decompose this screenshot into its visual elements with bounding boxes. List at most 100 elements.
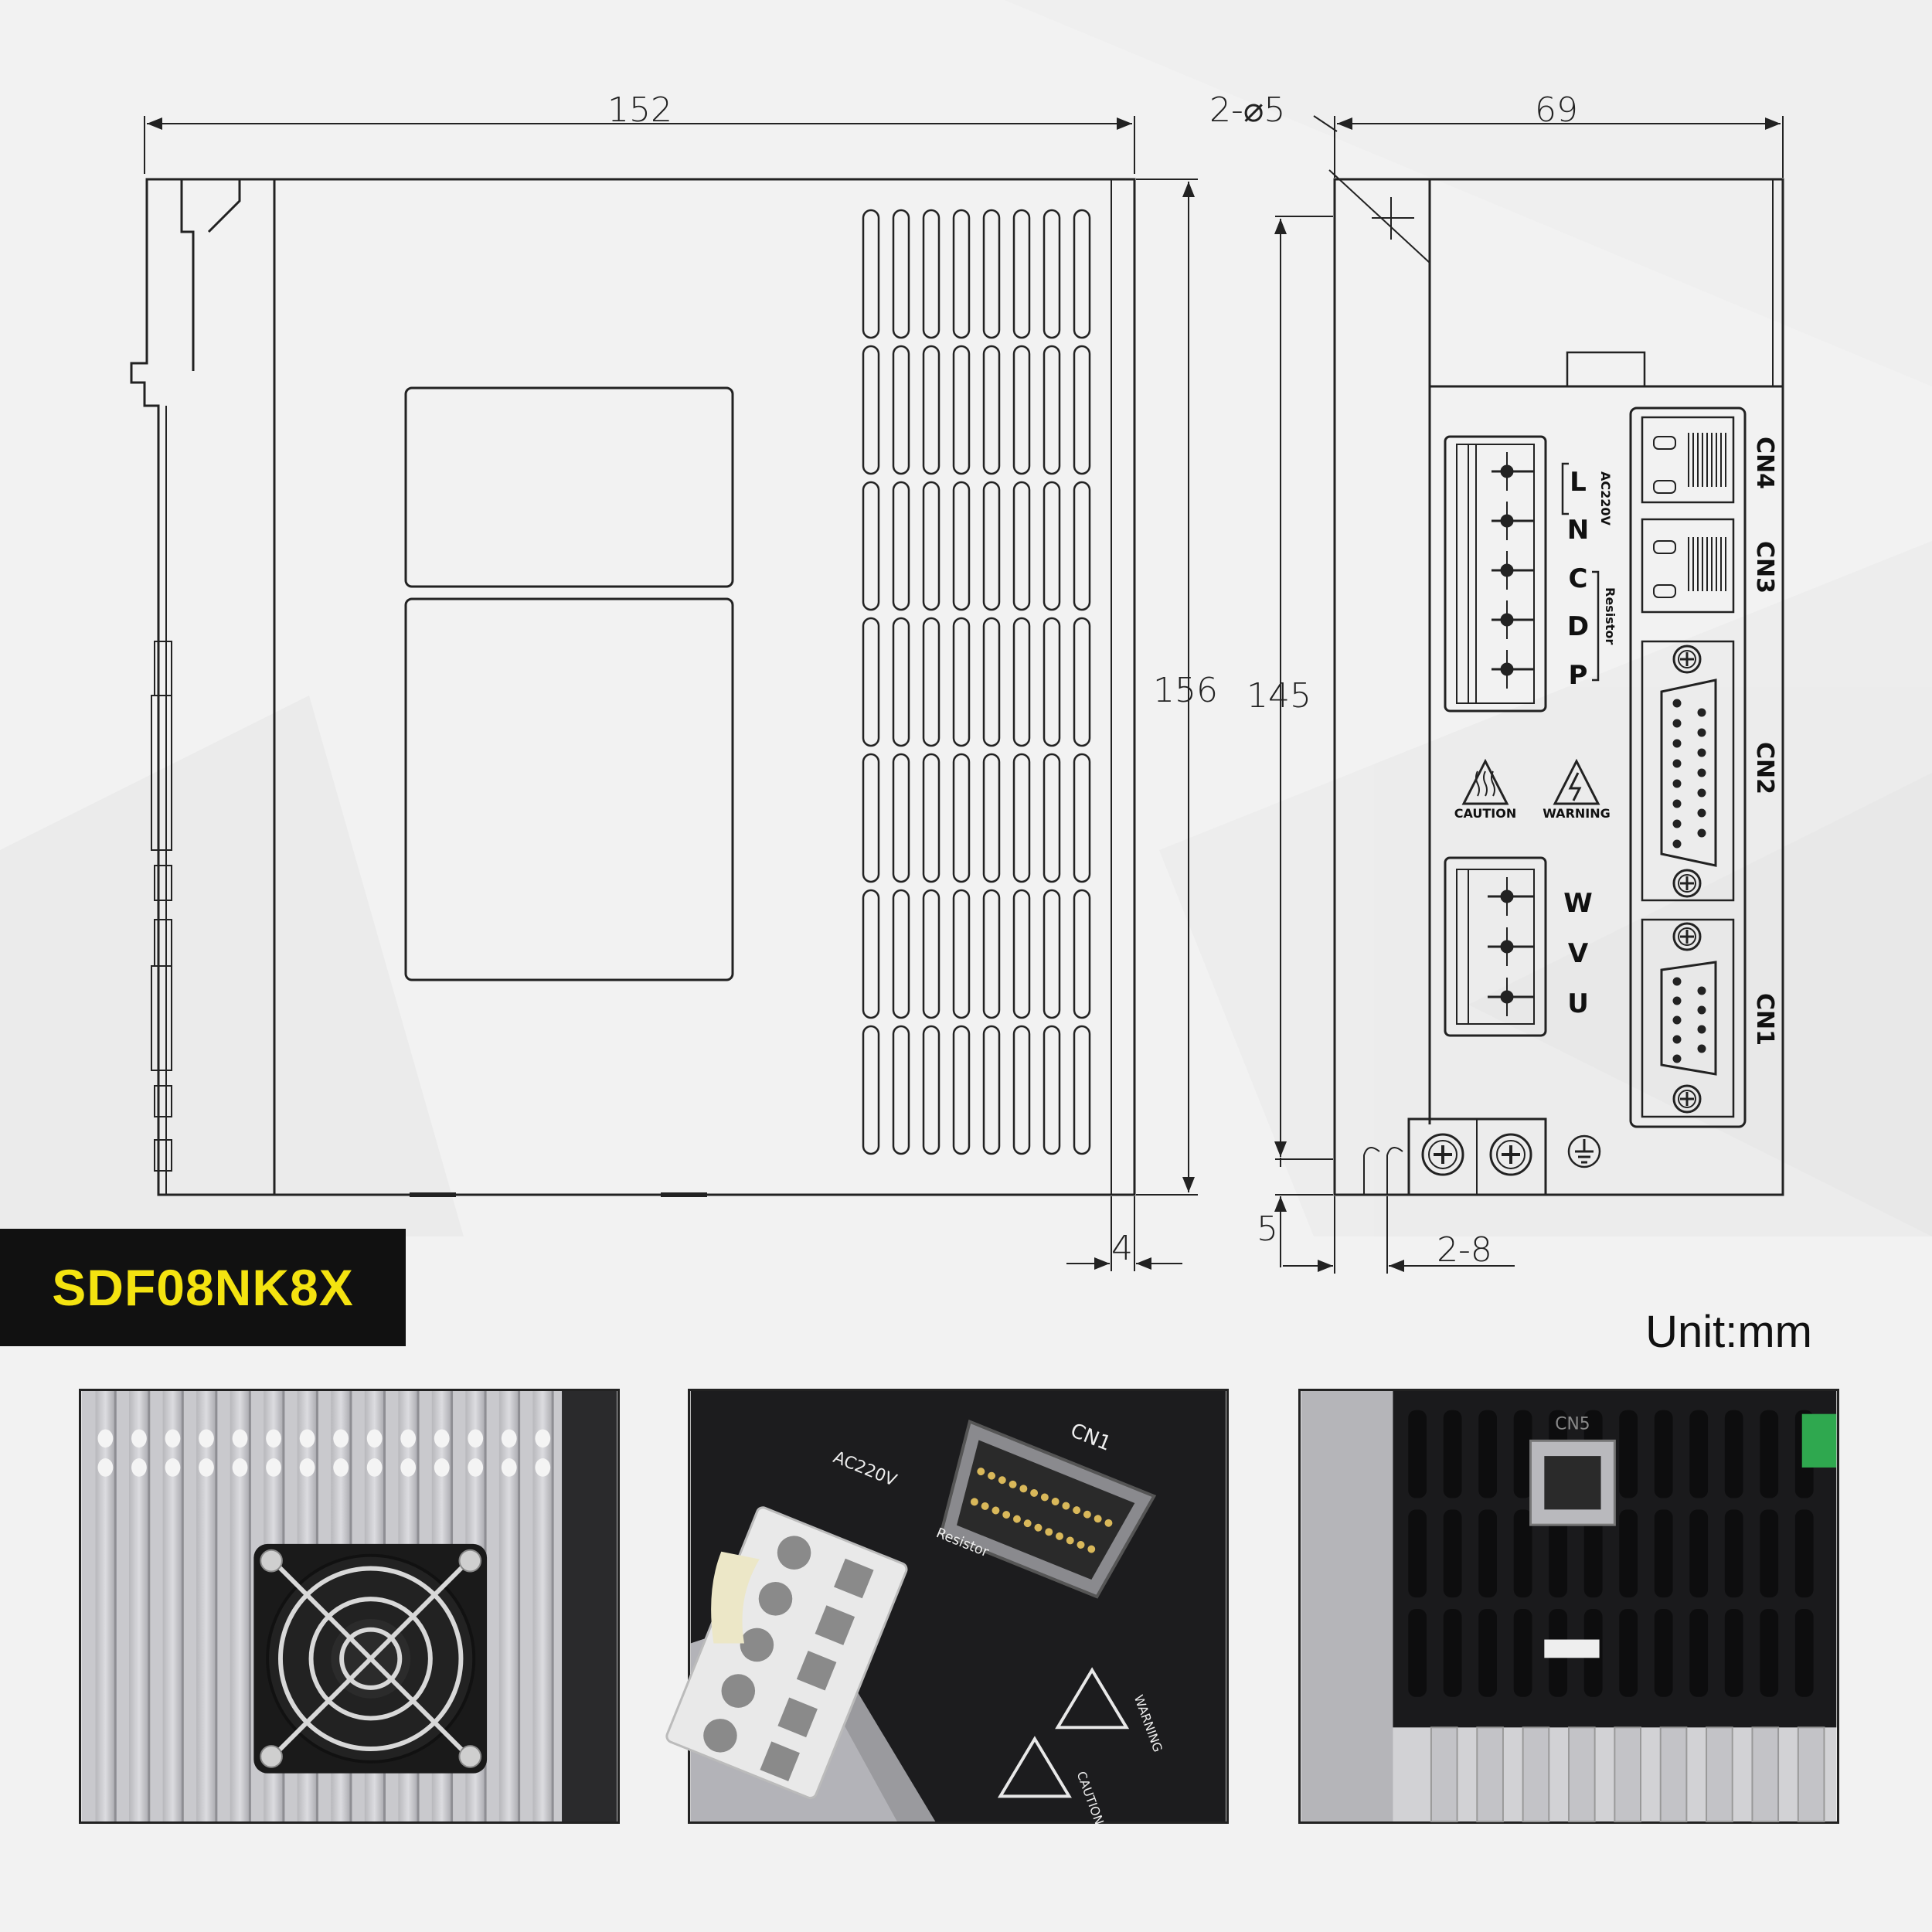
vent-slot	[892, 481, 910, 611]
db25-pins	[970, 1468, 1113, 1553]
technical-drawing: 152 156 4	[130, 90, 1784, 1274]
terminal-label-v: V	[1568, 938, 1589, 969]
vent-slot	[982, 617, 1001, 747]
power-terminal-pins	[1492, 452, 1534, 689]
vent-slot	[1012, 1025, 1031, 1155]
vent-slot	[862, 345, 880, 475]
motor-terminal-labels: W V U	[1563, 888, 1593, 1019]
vent-slot	[1012, 345, 1031, 475]
vent-slot	[922, 1025, 940, 1155]
unit-label: Unit:mm	[1645, 1307, 1812, 1357]
ground-icon	[1567, 1134, 1601, 1168]
side-view	[130, 116, 1198, 1271]
vent-slot	[1043, 345, 1061, 475]
vent-slot	[862, 481, 880, 611]
terminal-label-p: P	[1569, 660, 1588, 691]
vent-slot	[1043, 617, 1061, 747]
terminal-illustration: AC220V CN1 Resistor WARNING CAUTION	[665, 1391, 1226, 1827]
vent-slot	[952, 481, 971, 611]
vent-slot	[952, 617, 971, 747]
terminal-label-u: U	[1567, 988, 1589, 1019]
vent-slot	[982, 481, 1001, 611]
vent-slot	[1012, 753, 1031, 883]
vent-slot	[1043, 753, 1061, 883]
cn2-label: CN2	[1751, 742, 1778, 794]
vent-slot	[1043, 481, 1061, 611]
photo-cn5-side: CN5	[1298, 1389, 1839, 1824]
dim-height-front: 145	[1247, 676, 1311, 716]
vent-slot	[862, 1025, 880, 1155]
vent-slot	[892, 1025, 910, 1155]
vent-slot	[922, 481, 940, 611]
vent-slot	[892, 345, 910, 475]
warning-label: WARNING	[1543, 806, 1611, 821]
bottom-fins	[1430, 1726, 1825, 1822]
vent-slot	[1012, 481, 1031, 611]
vent-slot	[952, 209, 971, 339]
dim-bottom-offset: 5	[1257, 1209, 1278, 1249]
cn3-label: CN3	[1751, 541, 1778, 594]
dim-width-front: 69	[1535, 90, 1578, 130]
photo-terminal-closeup: AC220V CN1 Resistor WARNING CAUTION	[665, 1389, 1229, 1827]
terminal-label-w: W	[1563, 888, 1593, 919]
vent-slot	[922, 617, 940, 747]
dim-gap-side: 4	[1111, 1229, 1133, 1268]
resistor-label: Resistor	[1603, 587, 1617, 645]
caution-label: CAUTION	[1454, 806, 1516, 821]
vent-slot	[1043, 209, 1061, 339]
vent-slot	[922, 753, 940, 883]
terminal-label-l: L	[1570, 467, 1587, 498]
vent-slot	[862, 209, 880, 339]
vent-slot	[1073, 209, 1091, 339]
vent-slots	[862, 209, 1091, 1155]
vent-slot	[892, 889, 910, 1019]
vent-slot	[1012, 889, 1031, 1019]
vent-slot	[1073, 889, 1091, 1019]
vent-slot	[982, 345, 1001, 475]
motor-terminal-pins	[1488, 877, 1534, 1016]
dim-height-side: 156	[1153, 671, 1218, 710]
vent-slot	[1073, 345, 1091, 475]
dim-holes: 2-⌀5	[1209, 90, 1285, 130]
vent-slot	[952, 889, 971, 1019]
model-name: SDF08NK8X	[52, 1259, 354, 1316]
vent-slot	[1043, 889, 1061, 1019]
vent-slot	[892, 617, 910, 747]
vent-slot	[862, 889, 880, 1019]
vent-slot	[952, 753, 971, 883]
vent-slot	[892, 753, 910, 883]
vent-slot	[922, 889, 940, 1019]
cn1-label: CN1	[1751, 993, 1778, 1046]
ac220v-label: AC220V	[1598, 471, 1613, 526]
vent-slot	[922, 209, 940, 339]
dim-slot: 2-8	[1437, 1230, 1492, 1270]
power-terminal-labels: L N C D P	[1567, 467, 1589, 691]
vent-slot	[862, 753, 880, 883]
front-view	[1274, 115, 1784, 1274]
photo3-cn5: CN5	[1555, 1414, 1590, 1434]
vent-slot	[862, 617, 880, 747]
vent-slot	[982, 209, 1001, 339]
vent-slot	[1073, 617, 1091, 747]
vent-slot	[1073, 481, 1091, 611]
rj45-fins	[1653, 433, 1726, 598]
caution-icon	[1461, 758, 1509, 805]
vent-slot	[1073, 753, 1091, 883]
terminal-label-n: N	[1567, 515, 1589, 546]
fan-illustration	[81, 1391, 617, 1821]
vent-slot	[1012, 617, 1031, 747]
dim-width-side: 152	[607, 90, 672, 130]
vent-slot	[952, 1025, 971, 1155]
model-badge: SDF08NK8X	[0, 1229, 406, 1346]
warning-icon	[1553, 758, 1600, 805]
vent-slot	[1073, 1025, 1091, 1155]
terminal-label-c: C	[1569, 563, 1588, 594]
vent-slot	[922, 345, 940, 475]
vent-slot	[892, 209, 910, 339]
vent-slot	[982, 753, 1001, 883]
cn4-label: CN4	[1751, 437, 1778, 489]
vent-slot	[1043, 1025, 1061, 1155]
cn5-illustration: CN5	[1301, 1391, 1837, 1822]
screws-and-pins	[1672, 645, 1706, 1114]
vent-slot	[1012, 209, 1031, 339]
